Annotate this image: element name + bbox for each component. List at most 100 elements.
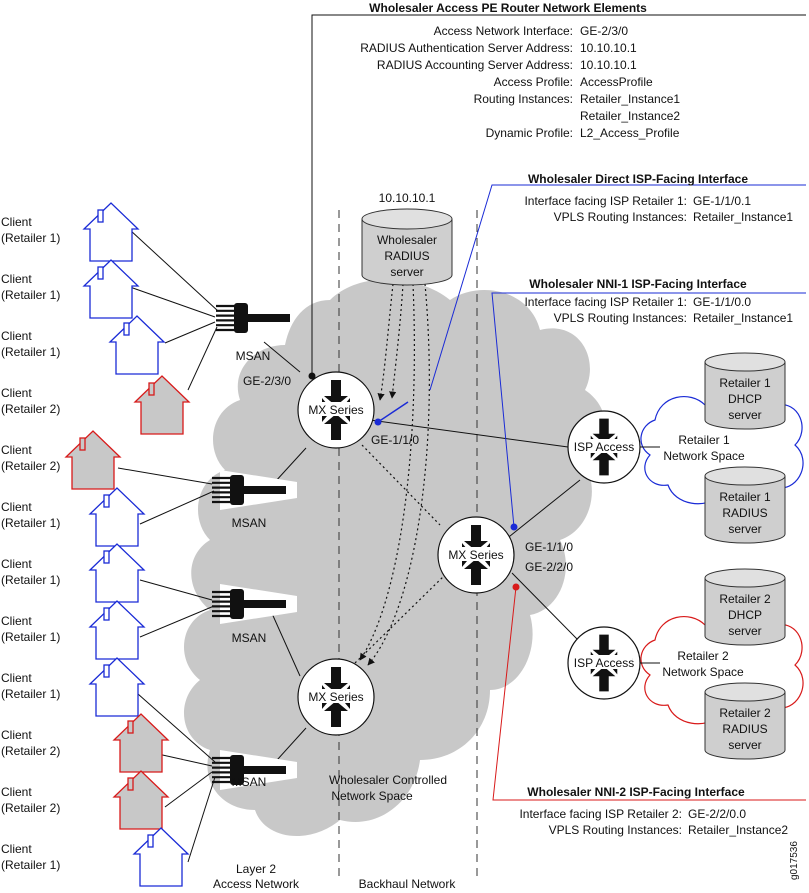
client-name: Client xyxy=(1,500,32,514)
client-house-icon xyxy=(88,600,146,660)
retailer1-radius-server-line3: server xyxy=(728,522,761,536)
pe-row-value-0: GE-2/3/0 xyxy=(580,24,628,38)
label-ge110: GE-1/1/0 xyxy=(371,433,419,447)
ge110-dot xyxy=(374,418,382,426)
msan-icon xyxy=(212,750,297,790)
client-house-icon xyxy=(82,202,140,262)
radius-address: 10.10.10.1 xyxy=(379,191,436,205)
client-retailer: (Retailer 1) xyxy=(1,630,60,644)
retailer2-dhcp-server-line1: Retailer 2 xyxy=(719,592,771,606)
client-name: Client xyxy=(1,785,32,799)
cloud-label-line2: Network Space xyxy=(331,789,413,803)
mx-router-core: MX Series xyxy=(437,516,515,594)
msan-label: MSAN xyxy=(232,775,267,789)
internal-dotted-links xyxy=(354,283,446,666)
client-retailer: (Retailer 1) xyxy=(1,288,60,302)
pe-elements-callout: Wholesaler Access PE Router Network Elem… xyxy=(308,1,806,380)
nni2-title: Wholesaler NNI-2 ISP-Facing Interface xyxy=(527,785,745,799)
label-ge110-core: GE-1/1/0 xyxy=(525,540,573,554)
client-name: Client xyxy=(1,728,32,742)
direct-isp-title: Wholesaler Direct ISP-Facing Interface xyxy=(528,172,748,186)
client-retailer: (Retailer 1) xyxy=(1,858,60,872)
label-ge230: GE-2/3/0 xyxy=(243,374,291,388)
client-retailer: (Retailer 1) xyxy=(1,516,60,530)
client-house-icon xyxy=(133,375,191,435)
pe-row-label-4: Routing Instances: xyxy=(474,92,573,106)
nni1-row-label-0: Interface facing ISP Retailer 1: xyxy=(524,295,687,309)
client-house-icon xyxy=(88,657,146,717)
cloud-label-line1: Wholesaler Controlled xyxy=(329,773,447,787)
msan-icon xyxy=(212,470,297,510)
client-name: Client xyxy=(1,329,32,343)
nni1-title: Wholesaler NNI-1 ISP-Facing Interface xyxy=(529,277,747,291)
retailer2-space-line1: Retailer 2 xyxy=(677,649,729,663)
nni2-dot xyxy=(512,583,520,591)
retailer1-dhcp-server: Retailer 1 DHCP server xyxy=(704,352,786,430)
client-house-icon xyxy=(132,827,190,887)
mx-router-access: MX Series xyxy=(297,371,375,449)
retailer1-dhcp-server-line3: server xyxy=(728,408,761,422)
retailer2-radius-server-line1: Retailer 2 xyxy=(719,706,771,720)
pe-row-value-6: L2_Access_Profile xyxy=(580,126,680,140)
client-retailer: (Retailer 1) xyxy=(1,345,60,359)
retailer1-space-line2: Network Space xyxy=(663,449,745,463)
nni1-row-label-1: VPLS Routing Instances: xyxy=(554,311,687,325)
msan-label: MSAN xyxy=(232,516,267,530)
pe-row-value-3: AccessProfile xyxy=(580,75,653,89)
client-retailer: (Retailer 1) xyxy=(1,573,60,587)
pe-row-label-0: Access Network Interface: xyxy=(434,24,573,38)
client-house-icon xyxy=(112,713,170,773)
radius-line1: Wholesaler xyxy=(377,233,437,247)
zone-layer2-line1: Layer 2 xyxy=(236,862,276,876)
retailer1-space-line1: Retailer 1 xyxy=(678,433,730,447)
radius-line3: server xyxy=(390,265,423,279)
msan-label: MSAN xyxy=(232,631,267,645)
nni2-callout: Wholesaler NNI-2 ISP-Facing Interface In… xyxy=(492,583,806,837)
direct-isp-callout: Wholesaler Direct ISP-Facing Interface I… xyxy=(374,172,806,426)
client-house-icon xyxy=(108,315,166,375)
pe-row-label-3: Access Profile: xyxy=(494,75,573,89)
client-name: Client xyxy=(1,386,32,400)
client-name: Client xyxy=(1,671,32,685)
direct-row-value-0: GE-1/1/0.1 xyxy=(693,194,751,208)
mx-router-core-label: MX Series xyxy=(448,548,503,562)
client-name: Client xyxy=(1,443,32,457)
client-retailer: (Retailer 1) xyxy=(1,231,60,245)
client-house-icon xyxy=(112,770,170,830)
pe-elements-title: Wholesaler Access PE Router Network Elem… xyxy=(369,1,647,15)
isp-access-router-2: ISP Access xyxy=(567,626,641,700)
mx-router-lower: MX Series xyxy=(297,658,375,736)
nni2-row-value-0: GE-2/2/0.0 xyxy=(688,807,746,821)
msan-icon xyxy=(216,303,290,333)
mx-router-lower-label: MX Series xyxy=(308,690,363,704)
client-house-icon xyxy=(64,430,122,490)
retailer2-radius-server-line3: server xyxy=(728,738,761,752)
direct-row-value-1: Retailer_Instance1 xyxy=(693,210,793,224)
retailer2-space-line2: Network Space xyxy=(662,665,744,679)
pe-row-label-2: RADIUS Accounting Server Address: xyxy=(377,58,573,72)
pe-row-label-6: Dynamic Profile: xyxy=(486,126,573,140)
direct-row-label-1: VPLS Routing Instances: xyxy=(554,210,687,224)
client-name: Client xyxy=(1,557,32,571)
zone-layer2-line2: Access Network xyxy=(213,877,300,891)
mx-router-access-label: MX Series xyxy=(308,403,363,417)
msan-icon xyxy=(212,584,297,624)
radius-line2: RADIUS xyxy=(384,249,429,263)
client-retailer: (Retailer 2) xyxy=(1,801,60,815)
nni1-callout: Wholesaler NNI-1 ISP-Facing Interface In… xyxy=(491,277,806,531)
retailer1-radius-server-line1: Retailer 1 xyxy=(719,490,771,504)
client-retailer: (Retailer 2) xyxy=(1,402,60,416)
pe-row-value-4: Retailer_Instance1 xyxy=(580,92,680,106)
retailer1-dhcp-server-line1: Retailer 1 xyxy=(719,376,771,390)
pe-row-label-1: RADIUS Authentication Server Address: xyxy=(360,41,573,55)
ge230-dot xyxy=(308,372,316,380)
retailer1-dhcp-server-line2: DHCP xyxy=(728,392,762,406)
client-name: Client xyxy=(1,842,32,856)
pe-row-value-1: 10.10.10.1 xyxy=(580,41,637,55)
